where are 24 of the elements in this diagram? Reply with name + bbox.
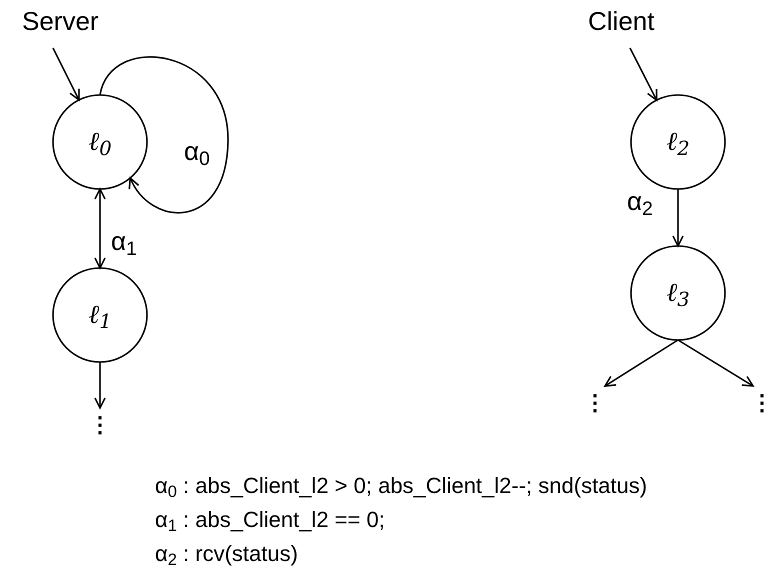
state-circle [52, 94, 148, 190]
state-label: ℓ$_{2}$ [666, 129, 690, 155]
transition-definition: α$_{2}$ : rcv(status) [155, 543, 298, 565]
arrow [672, 189, 684, 247]
ellipsis: ⋮ [752, 392, 766, 422]
state-label: ℓ$_{3}$ [666, 280, 690, 306]
arrow [94, 362, 106, 409]
start-arrow [629, 48, 658, 101]
start-arrow [52, 48, 80, 101]
component-title: Server [22, 8, 99, 34]
transition-definition: α$_{1}$ : abs_Client_l2 == 0; [155, 509, 385, 531]
state-circle [52, 267, 148, 363]
arrow [94, 188, 106, 269]
state-circle [630, 245, 726, 341]
ellipsis: ⋮ [90, 414, 110, 444]
state-circle [630, 94, 726, 190]
transition-definition: α$_{0}$ : abs_Client_l2 > 0; abs_Client_l2--; snd(status) [155, 475, 648, 497]
state-label: ℓ$_{1}$ [88, 302, 112, 328]
ellipsis: ⋮ [585, 392, 605, 422]
arrow [678, 339, 754, 387]
self-loop-arrow [99, 56, 229, 214]
state-label: ℓ$_{0}$ [88, 129, 112, 155]
arrow [604, 339, 678, 387]
component-title: Client [588, 8, 654, 34]
